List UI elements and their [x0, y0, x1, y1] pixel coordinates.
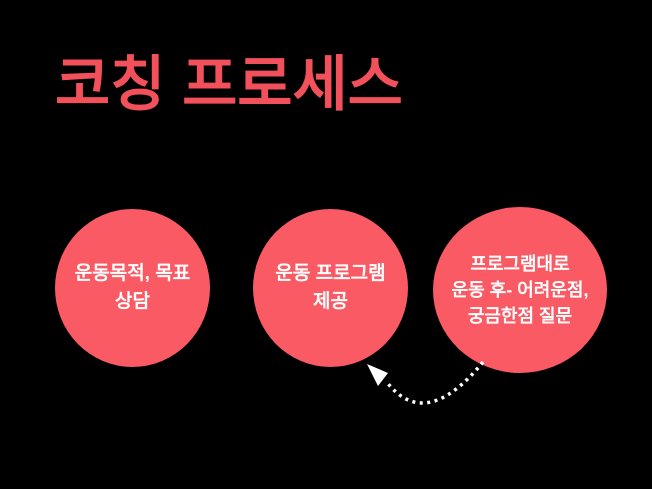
dotted-arrow-curve	[384, 360, 485, 405]
dotted-feedback-arrow	[367, 360, 485, 405]
process-step-1-circle: 운동목적, 목표 상담	[55, 209, 210, 367]
process-step-3-circle: 프로그램대로 운동 후- 어려운점, 궁금한점 질문	[433, 207, 607, 373]
step-3-label-line: 프로그램대로	[470, 254, 570, 274]
step-2-label-line: 제공	[313, 291, 348, 312]
process-step-2-circle: 운동 프로그램 제공	[253, 209, 408, 367]
arrowhead-icon	[367, 364, 388, 386]
step-1-label-line: 운동목적, 목표	[74, 263, 191, 284]
step-1-label-line: 상담	[115, 291, 150, 312]
step-2-label-line: 운동 프로그램	[275, 263, 386, 284]
step-3-label-line: 궁금한점 질문	[467, 306, 573, 326]
step-3-label-line: 운동 후- 어려운점,	[451, 280, 589, 300]
slide-title: 코칭 프로세스	[55, 51, 403, 118]
